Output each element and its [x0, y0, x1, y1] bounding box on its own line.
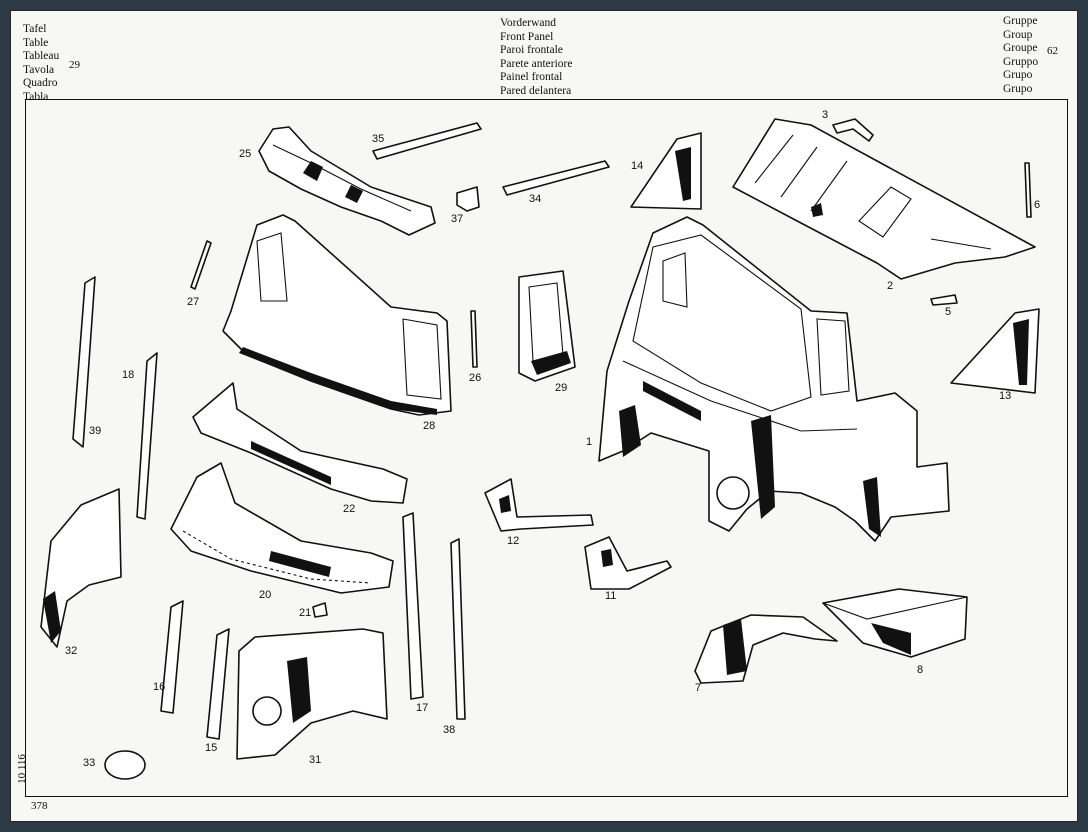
header-center-label: Paroi frontale: [500, 44, 563, 57]
part-6-drawing: [1024, 162, 1032, 218]
part-label-35: 35: [372, 133, 384, 145]
header-right-label: Grupo: [1003, 82, 1033, 95]
part-37-drawing: [456, 186, 480, 212]
part-12-drawing: [484, 478, 594, 532]
header-left-label: Table: [23, 36, 49, 49]
part-15-drawing: [206, 628, 230, 740]
part-label-20: 20: [259, 589, 271, 601]
part-label-18: 18: [122, 369, 134, 381]
header-center-labels: Vorderwand Front Panel Paroi frontale Pa…: [500, 17, 572, 99]
part-11-drawing: [584, 536, 672, 590]
part-label-1: 1: [586, 436, 592, 448]
header-right-label: Groupe: [1003, 42, 1038, 55]
header-left-label: Tafel: [23, 23, 47, 35]
part-label-34: 34: [529, 193, 541, 205]
part-20-drawing: [170, 462, 394, 594]
part-29-drawing: [518, 270, 576, 382]
header-center-label: Painel frontal: [500, 71, 563, 84]
part-label-33: 33: [83, 757, 95, 769]
part-label-17: 17: [416, 702, 428, 714]
part-18-drawing: [136, 352, 158, 520]
part-label-6: 6: [1034, 199, 1040, 211]
part-label-5: 5: [945, 306, 951, 318]
part-label-31: 31: [309, 754, 321, 766]
part-33-drawing: [104, 750, 146, 780]
part-label-7: 7: [695, 682, 701, 694]
part-35-drawing: [372, 122, 482, 160]
part-28-drawing: [222, 214, 452, 416]
part-label-22: 22: [343, 503, 355, 515]
header-center-label: Parete anteriore: [500, 57, 573, 70]
part-2-drawing: [732, 118, 1036, 280]
header-right-label: Gruppo: [1003, 55, 1039, 68]
part-label-28: 28: [423, 420, 435, 432]
part-label-12: 12: [507, 535, 519, 547]
part-5-drawing: [930, 294, 958, 306]
part-26-drawing: [470, 310, 478, 368]
header-left-label: Quadro: [23, 77, 58, 90]
part-label-3: 3: [822, 109, 828, 121]
part-label-29: 29: [555, 382, 567, 394]
header-center-label: Vorderwand: [500, 17, 556, 29]
part-16-drawing: [160, 600, 184, 714]
catalog-page: Tafel Table Tableau Tavola Quadro Tabla …: [11, 11, 1077, 821]
header-right-labels: Gruppe Group Groupe Gruppo Grupo Grupo: [1003, 15, 1038, 97]
part-38-drawing: [450, 538, 466, 720]
part-3-drawing: [832, 118, 874, 142]
part-label-32: 32: [65, 645, 77, 657]
part-34-drawing: [502, 160, 610, 196]
part-label-27: 27: [187, 296, 199, 308]
header-right-label: Group: [1003, 28, 1033, 41]
part-39-drawing: [72, 276, 96, 448]
part-22-drawing: [192, 382, 408, 504]
part-label-2: 2: [887, 280, 893, 292]
part-label-16: 16: [153, 681, 165, 693]
header-right-label: Grupo: [1003, 69, 1033, 82]
header-left-label: Tavola: [23, 63, 55, 76]
header-left-label: Tableau: [23, 50, 60, 63]
part-label-25: 25: [239, 148, 251, 160]
part-label-38: 38: [443, 724, 455, 736]
part-label-26: 26: [469, 372, 481, 384]
part-14-drawing: [630, 132, 702, 210]
part-21-drawing: [312, 602, 328, 618]
part-1-drawing: [598, 216, 950, 542]
part-label-14: 14: [631, 160, 643, 172]
part-17-drawing: [402, 512, 424, 700]
part-label-13: 13: [999, 390, 1011, 402]
header-right-label: Gruppe: [1003, 15, 1038, 27]
page-number: 378: [31, 800, 48, 812]
part-32-drawing: [40, 488, 122, 648]
table-number: 29: [69, 59, 80, 71]
part-label-21: 21: [299, 607, 311, 619]
header-center-label: Pared delantera: [500, 84, 572, 97]
part-31-drawing: [236, 628, 388, 760]
part-label-37: 37: [451, 213, 463, 225]
part-13-drawing: [950, 308, 1040, 394]
part-7-drawing: [694, 614, 838, 684]
exploded-diagram-frame: [25, 99, 1068, 797]
part-25-drawing: [258, 126, 436, 236]
part-27-drawing: [190, 240, 212, 290]
part-label-8: 8: [917, 664, 923, 676]
part-label-39: 39: [89, 425, 101, 437]
exploded-parts-illustration: 1 2 3 5 6 7 8 11 12 13 14 15 16 17 18 20…: [40, 109, 1040, 780]
part-8-drawing: [822, 588, 968, 658]
header-center-label: Front Panel: [500, 30, 554, 43]
group-number: 62: [1047, 45, 1058, 57]
part-label-15: 15: [205, 742, 217, 754]
part-label-11: 11: [605, 590, 616, 602]
